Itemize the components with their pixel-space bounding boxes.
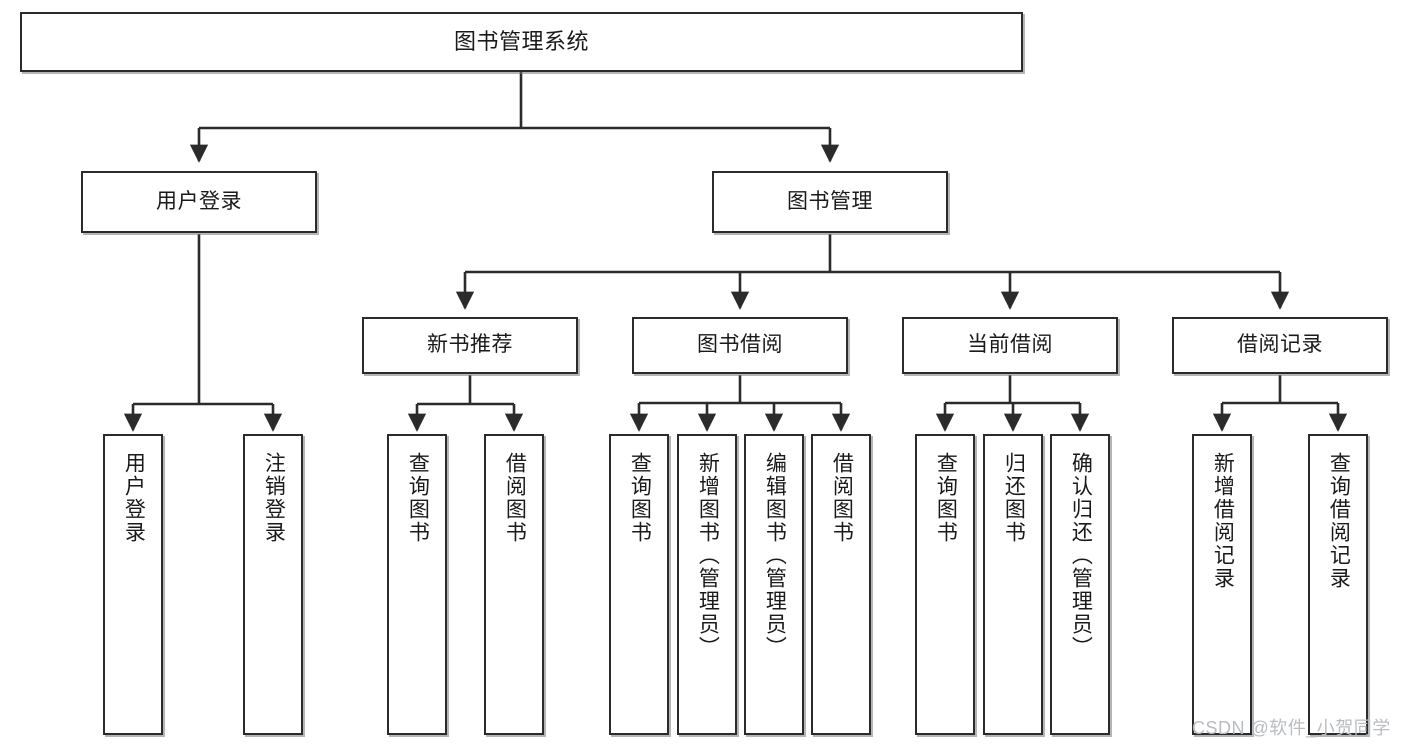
node-leaf-add-book[interactable]: 新增图书（管理员） <box>677 434 737 735</box>
node-label: 图书管理 <box>787 189 873 213</box>
node-leaf-edit-book[interactable]: 编辑图书（管理员） <box>744 434 804 735</box>
node-leaf-query-borrow-record[interactable]: 查询借阅记录 <box>1308 434 1368 735</box>
node-label: 查询图书 <box>406 452 430 544</box>
node-leaf-borrow-book-recommend[interactable]: 借阅图书 <box>484 434 544 735</box>
node-leaf-return-book[interactable]: 归还图书 <box>983 434 1043 735</box>
node-label: 借阅图书 <box>503 452 527 544</box>
node-label: 借阅记录 <box>1237 333 1323 357</box>
node-label: 新增借阅记录 <box>1211 452 1235 590</box>
node-label: 图书管理系统 <box>453 29 589 55</box>
node-label: 用户登录 <box>122 452 146 544</box>
node-leaf-add-borrow-record[interactable]: 新增借阅记录 <box>1192 434 1252 735</box>
node-leaf-user-login[interactable]: 用户登录 <box>103 434 163 735</box>
node-label: 新增图书（管理员） <box>696 452 720 659</box>
csdn-watermark: CSDN @软件_小贺同学 <box>1192 718 1391 738</box>
node-label: 归还图书 <box>1002 452 1026 544</box>
node-label: 注销登录 <box>262 452 286 544</box>
node-book-borrow[interactable]: 图书借阅 <box>632 317 848 374</box>
node-user-login[interactable]: 用户登录 <box>81 171 317 233</box>
node-leaf-query-book-borrow[interactable]: 查询图书 <box>609 434 669 735</box>
node-label: 用户登录 <box>156 189 242 213</box>
node-label: 编辑图书（管理员） <box>763 452 787 659</box>
node-label: 查询图书 <box>934 452 958 544</box>
node-leaf-query-book-current[interactable]: 查询图书 <box>915 434 975 735</box>
node-book-management[interactable]: 图书管理 <box>712 171 948 233</box>
node-borrow-record[interactable]: 借阅记录 <box>1172 317 1388 374</box>
node-new-book-recommend[interactable]: 新书推荐 <box>362 317 578 374</box>
node-label: 当前借阅 <box>967 333 1053 357</box>
node-leaf-confirm-return[interactable]: 确认归还（管理员） <box>1050 434 1110 735</box>
node-leaf-query-book-recommend[interactable]: 查询图书 <box>387 434 447 735</box>
node-root-book-management-system[interactable]: 图书管理系统 <box>20 12 1023 72</box>
node-current-borrow[interactable]: 当前借阅 <box>902 317 1118 374</box>
node-label: 图书借阅 <box>697 333 783 357</box>
node-leaf-borrow-book[interactable]: 借阅图书 <box>811 434 871 735</box>
node-label: 借阅图书 <box>830 452 854 544</box>
node-label: 查询借阅记录 <box>1327 452 1351 590</box>
node-label: 确认归还（管理员） <box>1069 452 1093 659</box>
node-label: 新书推荐 <box>427 333 513 357</box>
node-leaf-logout-login[interactable]: 注销登录 <box>243 434 303 735</box>
node-label: 查询图书 <box>628 452 652 544</box>
